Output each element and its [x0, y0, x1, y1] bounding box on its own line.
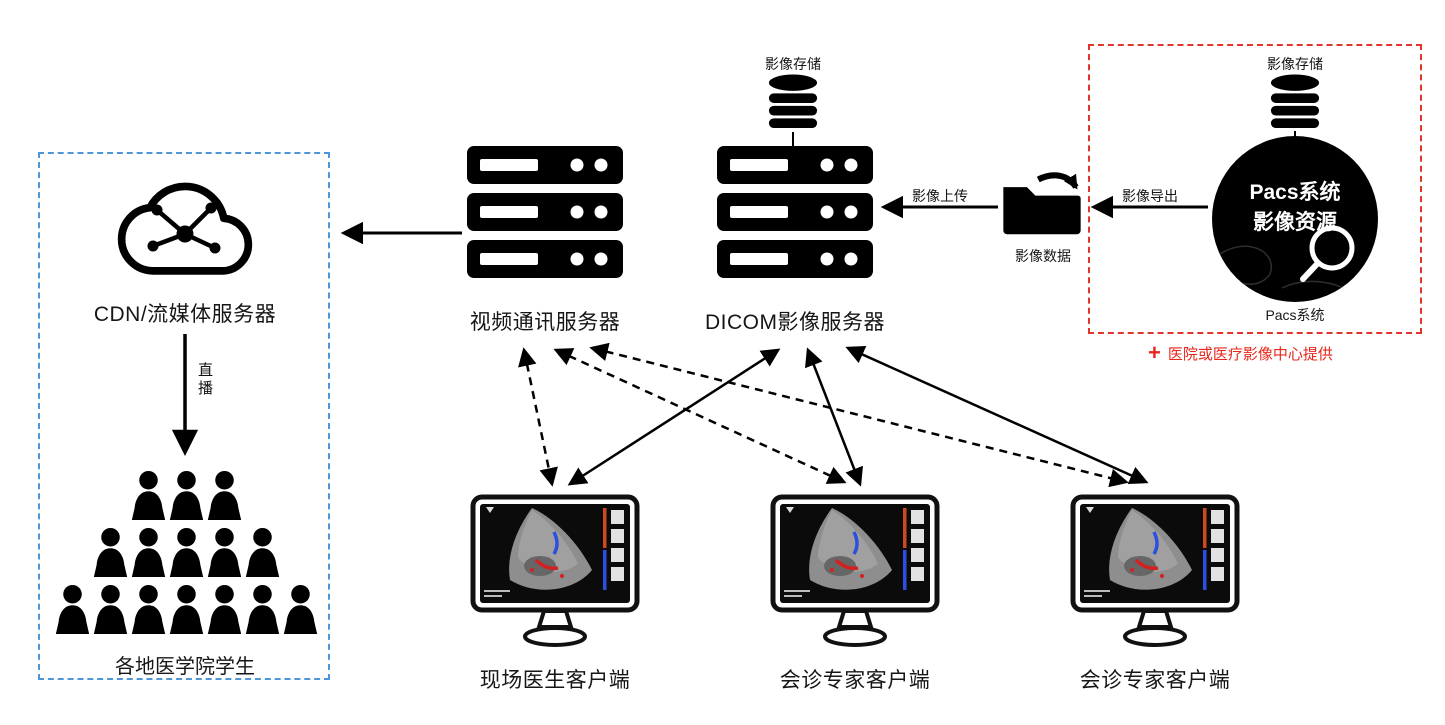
dicom-storage-label: 影像存储 — [765, 56, 821, 72]
pacs-circle-subtitle: 影像资源 — [1253, 211, 1337, 234]
live-broadcast-label: 直播 — [196, 362, 213, 398]
monitor-ultrasound-icon — [470, 494, 640, 652]
client-monitor-3 — [1070, 494, 1240, 652]
magnifier-icon — [1300, 225, 1355, 282]
network-hub-icon — [147, 202, 221, 254]
monitor-ultrasound-icon — [770, 494, 940, 652]
pacs-circle-title: Pacs系统 — [1249, 181, 1341, 204]
dicom-server-icon — [717, 146, 873, 278]
arrow-video-client-1 — [518, 347, 558, 487]
provider-note: + 医院或医疗影像中心提供 — [1148, 342, 1333, 364]
dicom-server-label: DICOM影像服务器 — [705, 311, 885, 334]
client-label-3: 会诊专家客户端 — [1079, 669, 1231, 692]
video-server-label: 视频通讯服务器 — [469, 311, 621, 334]
arrow-video-client-2 — [553, 348, 847, 484]
client-label-2: 会诊专家客户端 — [779, 669, 931, 692]
plus-icon: + — [1148, 340, 1161, 365]
folder-label: 影像数据 — [1015, 248, 1071, 264]
dicom-database-icon — [767, 74, 819, 130]
pacs-database-icon — [1269, 74, 1321, 130]
pacs-caption: Pacs系统 — [1265, 307, 1325, 323]
folder-export-icon — [1000, 172, 1084, 238]
client-monitor-2 — [770, 494, 940, 652]
client-label-1: 现场医生客户端 — [479, 669, 631, 692]
students-crowd-icon — [55, 470, 318, 634]
client-monitor-1 — [470, 494, 640, 652]
cdn-node — [85, 160, 285, 292]
students-label: 各地医学院学生 — [115, 656, 255, 678]
arrow-video-client-3 — [589, 342, 1129, 488]
video-server-icon — [467, 146, 623, 278]
arrow-dicom-client-1 — [567, 348, 781, 486]
upload-label: 影像上传 — [912, 188, 968, 204]
cdn-label: CDN/流媒体服务器 — [93, 303, 277, 326]
pacs-decor-icon — [1219, 225, 1355, 295]
monitor-ultrasound-icon — [1070, 494, 1240, 652]
pacs-system-node: Pacs系统 影像资源 — [1212, 136, 1378, 302]
arrow-dicom-client-2 — [805, 347, 863, 487]
export-label: 影像导出 — [1122, 188, 1178, 204]
arrow-dicom-client-3 — [845, 345, 1149, 485]
cdn-broadcast-box — [38, 152, 330, 680]
pacs-provider-box — [1088, 44, 1422, 334]
provider-note-text: 医院或医疗影像中心提供 — [1167, 345, 1333, 363]
pacs-storage-label: 影像存储 — [1267, 56, 1323, 72]
